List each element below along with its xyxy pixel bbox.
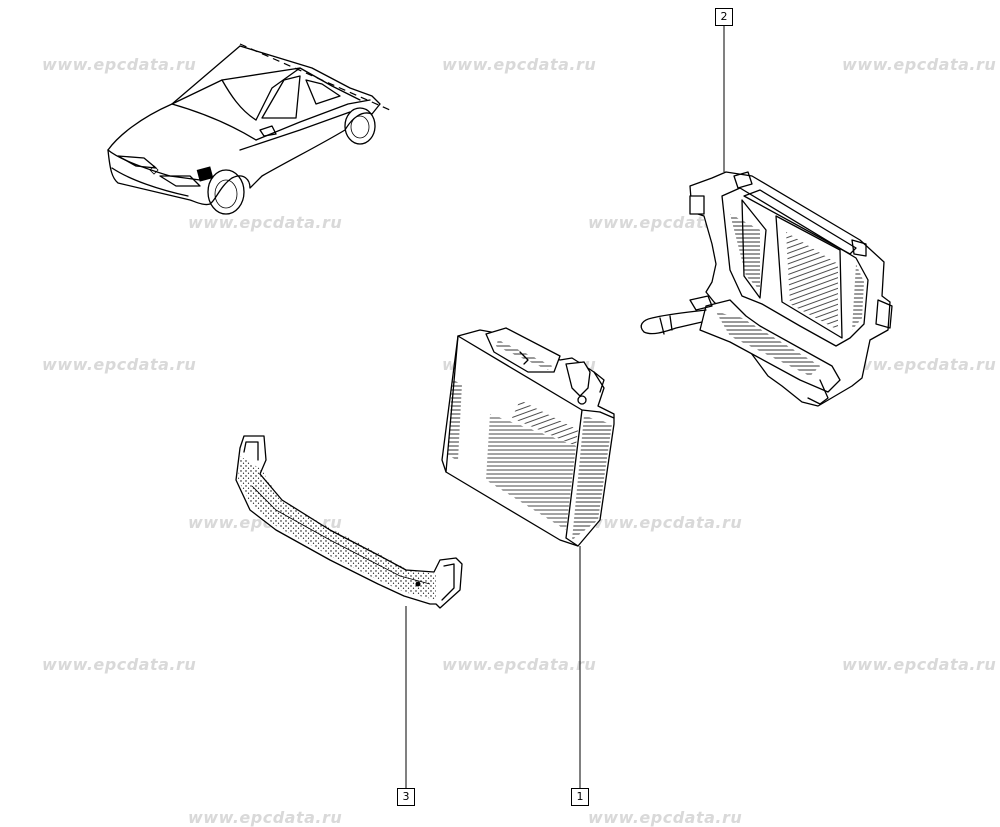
watermark: www.epcdata.ru (588, 213, 743, 232)
callout-part-2: 2 (715, 8, 733, 26)
mounting-bracket (640, 171, 893, 407)
callout-part-1: 1 (571, 788, 589, 806)
watermark: www.epcdata.ru (842, 355, 997, 374)
control-unit-box (441, 327, 615, 547)
watermark: www.epcdata.ru (842, 655, 997, 674)
watermark: www.epcdata.ru (588, 513, 743, 532)
car-outline-icon (107, 43, 391, 215)
watermark: www.epcdata.ru (188, 213, 343, 232)
watermark: www.epcdata.ru (42, 355, 197, 374)
retaining-strap (235, 435, 463, 609)
leader-lines (405, 26, 725, 788)
watermark: www.epcdata.ru (842, 55, 997, 74)
watermark: www.epcdata.ru (42, 55, 197, 74)
watermark: www.epcdata.ru (442, 655, 597, 674)
watermark: www.epcdata.ru (42, 655, 197, 674)
watermark: www.epcdata.ru (442, 55, 597, 74)
callout-part-3: 3 (397, 788, 415, 806)
